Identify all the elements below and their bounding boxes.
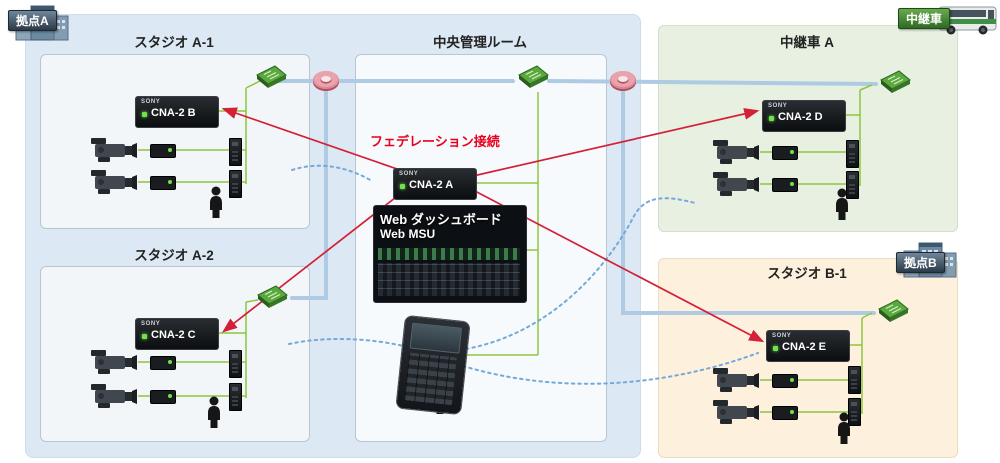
msu-screen	[409, 322, 463, 354]
network-switch-icon	[878, 299, 909, 322]
person-icon	[836, 188, 848, 220]
rcp-panel-icon	[229, 383, 242, 411]
power-led-icon	[400, 184, 405, 189]
device-model-label: CNA-2 E	[782, 341, 827, 353]
dashboard-meters	[378, 248, 520, 260]
site-a-banner: 拠点A	[8, 10, 57, 31]
camera-icon	[713, 368, 759, 392]
device-brand-label: SONY	[399, 171, 419, 177]
camera-icon	[713, 140, 759, 164]
rcp-panel-icon	[848, 366, 861, 394]
cna2-e-device: SONY CNA-2 E	[766, 330, 850, 362]
studio-a2-title: スタジオ A-2	[134, 248, 214, 263]
federation-label: フェデレーション接続	[370, 134, 500, 149]
camera-adapter-icon	[150, 356, 176, 370]
rcp-panel-icon	[229, 170, 242, 198]
network-switch-icon	[880, 70, 911, 93]
router-icon	[313, 71, 339, 91]
router-icon	[610, 71, 636, 91]
power-led-icon	[769, 116, 774, 121]
power-led-icon	[142, 334, 147, 339]
camera-icon	[91, 170, 137, 194]
cna2-a-device: SONY CNA-2 A	[393, 168, 477, 200]
msu-controller	[395, 314, 471, 416]
person-icon	[208, 396, 220, 428]
person-icon	[838, 412, 850, 444]
camera-adapter-icon	[150, 144, 176, 158]
ob-van-banner: 中継車	[898, 8, 951, 29]
cna2-c-device: SONY CNA-2 C	[135, 318, 219, 350]
site-b-banner: 拠点B	[896, 252, 945, 273]
camera-icon	[713, 172, 759, 196]
device-model-label: CNA-2 A	[409, 179, 454, 191]
device-brand-label: SONY	[141, 99, 161, 105]
msu-keypad	[404, 352, 457, 406]
studio-a1-title: スタジオ A-1	[134, 35, 214, 50]
network-switch-icon	[257, 285, 288, 308]
rcp-panel-icon	[846, 140, 859, 168]
cna2-b-device: SONY CNA-2 B	[135, 96, 219, 128]
dashboard-label-1: Web ダッシュボード	[380, 212, 502, 227]
camera-adapter-icon	[772, 374, 798, 388]
power-led-icon	[773, 346, 778, 351]
cna2-d-device: SONY CNA-2 D	[762, 100, 846, 132]
device-brand-label: SONY	[141, 321, 161, 327]
central-room-title: 中央管理ルーム	[432, 35, 528, 50]
device-model-label: CNA-2 C	[151, 329, 196, 341]
camera-icon	[91, 350, 137, 374]
rcp-panel-icon	[229, 138, 242, 166]
device-brand-label: SONY	[768, 103, 788, 109]
device-model-label: CNA-2 B	[151, 107, 196, 119]
camera-adapter-icon	[150, 390, 176, 404]
power-led-icon	[142, 112, 147, 117]
person-icon	[210, 186, 222, 218]
camera-adapter-icon	[772, 406, 798, 420]
web-dashboard-screenshot: Web ダッシュボード Web MSU	[373, 205, 527, 303]
device-model-label: CNA-2 D	[778, 111, 823, 123]
camera-adapter-icon	[150, 176, 176, 190]
camera-adapter-icon	[772, 178, 798, 192]
ob-van-a-title: 中継車 A	[780, 35, 834, 50]
camera-adapter-icon	[772, 146, 798, 160]
camera-icon	[91, 138, 137, 162]
dashboard-channel-strips	[378, 263, 520, 296]
network-switch-icon	[256, 65, 287, 88]
camera-icon	[91, 384, 137, 408]
camera-icon	[713, 400, 759, 424]
device-brand-label: SONY	[772, 333, 792, 339]
network-switch-icon	[518, 65, 549, 88]
dashboard-label-2: Web MSU	[380, 227, 436, 241]
rcp-panel-icon	[229, 350, 242, 378]
